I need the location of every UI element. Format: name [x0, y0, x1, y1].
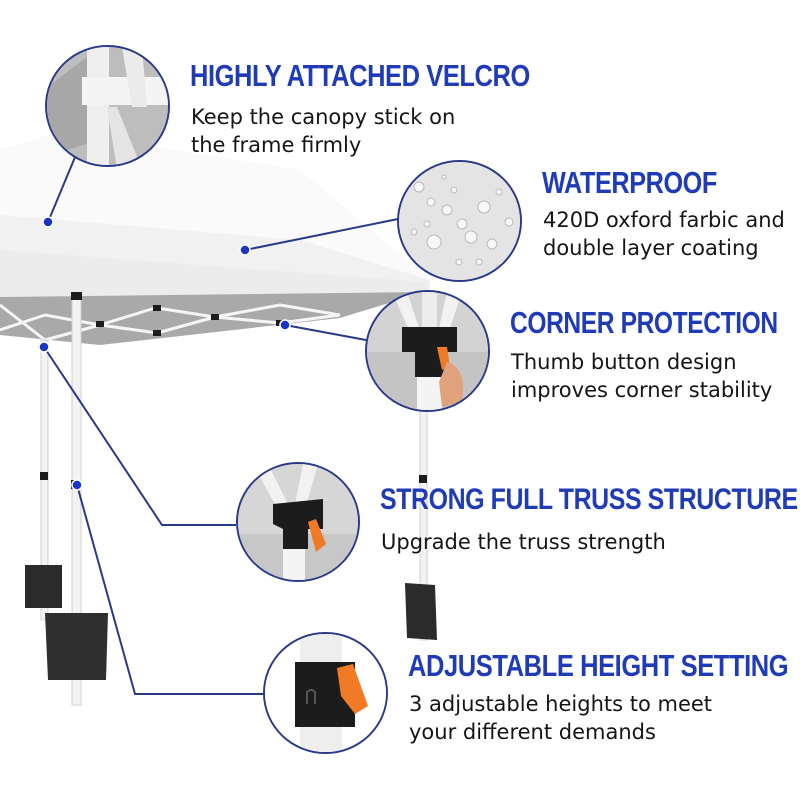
feature-title-height-setting: ADJUSTABLE HEIGHT SETTING	[408, 648, 789, 683]
callout-dots	[38, 216, 291, 491]
sandbag	[25, 565, 62, 608]
corner-protection-closeup-image	[365, 290, 490, 412]
feature-desc-waterproof-line1: 420D oxford farbic and	[543, 208, 785, 232]
feature-title-corner-protection: CORNER PROTECTION	[510, 305, 778, 340]
feature-title-velcro: HIGHLY ATTACHED VELCRO	[190, 58, 530, 93]
feature-desc-velcro-line1: Keep the canopy stick on	[191, 105, 456, 129]
feature-desc-corner-line2: improves corner stability	[511, 378, 773, 402]
sandbag	[405, 583, 437, 640]
feature-desc-corner-line1: Thumb button design	[511, 350, 737, 374]
feature-desc-height-line2: your different demands	[409, 720, 656, 744]
waterproof-closeup-image	[397, 160, 522, 282]
truss-structure-closeup-image	[236, 462, 360, 582]
callout-lines	[43, 149, 399, 695]
feature-desc-waterproof-line2: double layer coating	[543, 236, 759, 260]
feature-desc-truss-line1: Upgrade the truss strength	[381, 530, 666, 554]
feature-title-truss-structure: STRONG FULL TRUSS STRUCTURE	[380, 483, 798, 516]
sandbag	[45, 613, 108, 680]
velcro-closeup-image	[45, 45, 170, 167]
truss-frame	[0, 303, 341, 342]
height-setting-closeup-image	[263, 632, 388, 754]
feature-desc-height-line1: 3 adjustable heights to meet	[409, 692, 713, 716]
feature-desc-velcro-line2: the frame firmly	[191, 133, 362, 157]
feature-title-waterproof: WATERPROOF	[542, 165, 717, 200]
